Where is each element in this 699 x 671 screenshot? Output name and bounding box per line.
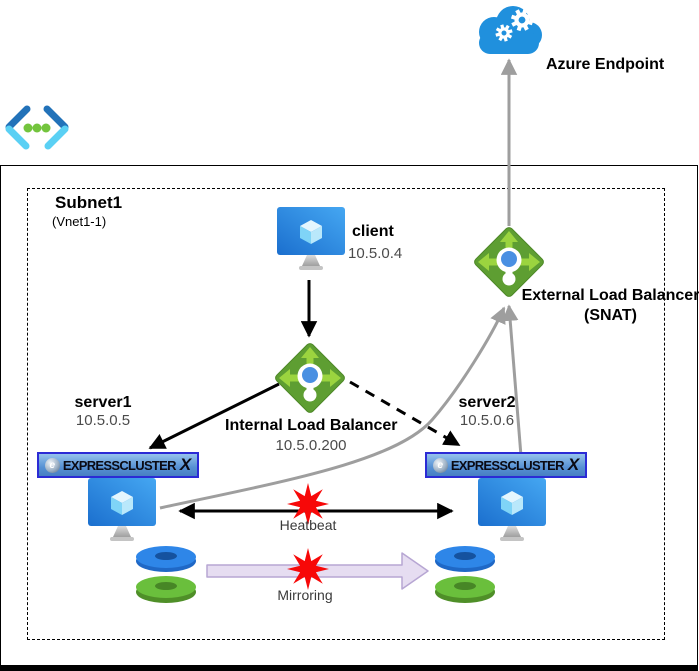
external-lb-label-block: External Load Balancer (SNAT) <box>519 286 699 326</box>
expresscluster-globe-icon: e <box>44 457 60 473</box>
subnet-subtitle: (Vnet1-1) <box>52 214 107 229</box>
server1-label-block: server1 10.5.0.5 <box>43 394 163 429</box>
heartbeat-label: Heatbeat <box>279 517 337 533</box>
server2-disk-stack-icon <box>435 546 495 603</box>
gear-icon <box>495 24 513 42</box>
server2-ip-label: 10.5.0.6 <box>459 412 515 429</box>
server2-name-label: server2 <box>458 394 516 411</box>
external-load-balancer-icon <box>474 227 544 297</box>
server2-expresscluster-banner: e EXPRESSCLUSTER X <box>425 452 587 478</box>
expresscluster-globe-icon: e <box>432 457 448 473</box>
external-lb-name-label: External Load Balancer <box>521 287 699 304</box>
internal-load-balancer-icon <box>275 343 345 413</box>
server1-expresscluster-banner: e EXPRESSCLUSTER X <box>37 452 199 478</box>
client-ip-label: 10.5.0.4 <box>348 245 403 262</box>
mirroring-label: Mirroring <box>277 587 333 603</box>
server1-ip-label: 10.5.0.5 <box>75 412 131 429</box>
client-name-label: client <box>352 223 394 240</box>
server2-vm-icon <box>478 478 546 541</box>
server1-disk-stack-icon <box>136 546 196 603</box>
server2-label-block: server2 10.5.0.6 <box>427 394 547 429</box>
outer-frame-box <box>0 165 698 671</box>
external-lb-snat-label: (SNAT) <box>583 307 638 324</box>
azure-endpoint-cloud-icon <box>479 6 542 54</box>
internal-lb-ip-label: 10.5.0.200 <box>275 437 347 454</box>
azure-endpoint-label: Azure Endpoint <box>546 56 665 73</box>
client-vm-icon <box>277 207 345 270</box>
server1-vm-icon <box>88 478 156 541</box>
internal-lb-name-label: Internal Load Balancer <box>225 417 398 434</box>
azure-virtual-network-icon <box>5 105 69 150</box>
gear-icon <box>510 8 534 32</box>
subnet1-dashed-box <box>27 188 665 640</box>
expresscluster-x-glyph: X <box>179 455 192 474</box>
server1-name-label: server1 <box>74 394 132 411</box>
expresscluster-brand-label: EXPRESSCLUSTER <box>450 457 565 473</box>
expresscluster-brand-label: EXPRESSCLUSTER <box>62 457 177 473</box>
subnet-title: Subnet1 <box>55 193 123 212</box>
expresscluster-x-glyph: X <box>567 455 580 474</box>
